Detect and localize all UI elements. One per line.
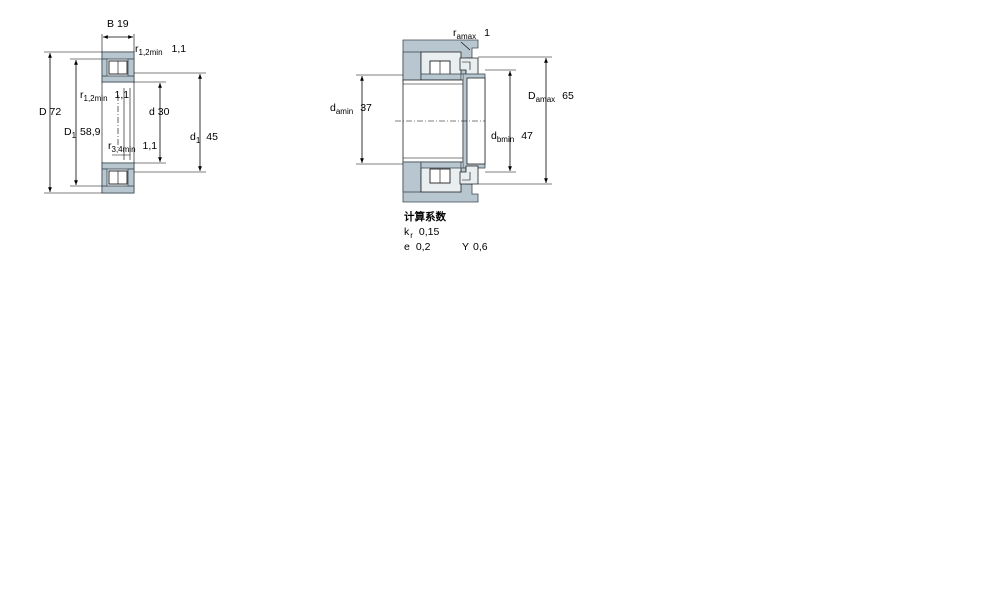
mounting-section-right (356, 39, 552, 203)
bearing-section-left (44, 34, 206, 194)
bearing-bottom-section (101, 162, 135, 194)
label-d: d 30 (149, 106, 170, 118)
label-B: B 19 (107, 18, 129, 30)
bearing-top-section (101, 51, 135, 83)
calc-factors-title: 计算系数 (404, 210, 446, 223)
label-D: D 72 (39, 106, 61, 118)
